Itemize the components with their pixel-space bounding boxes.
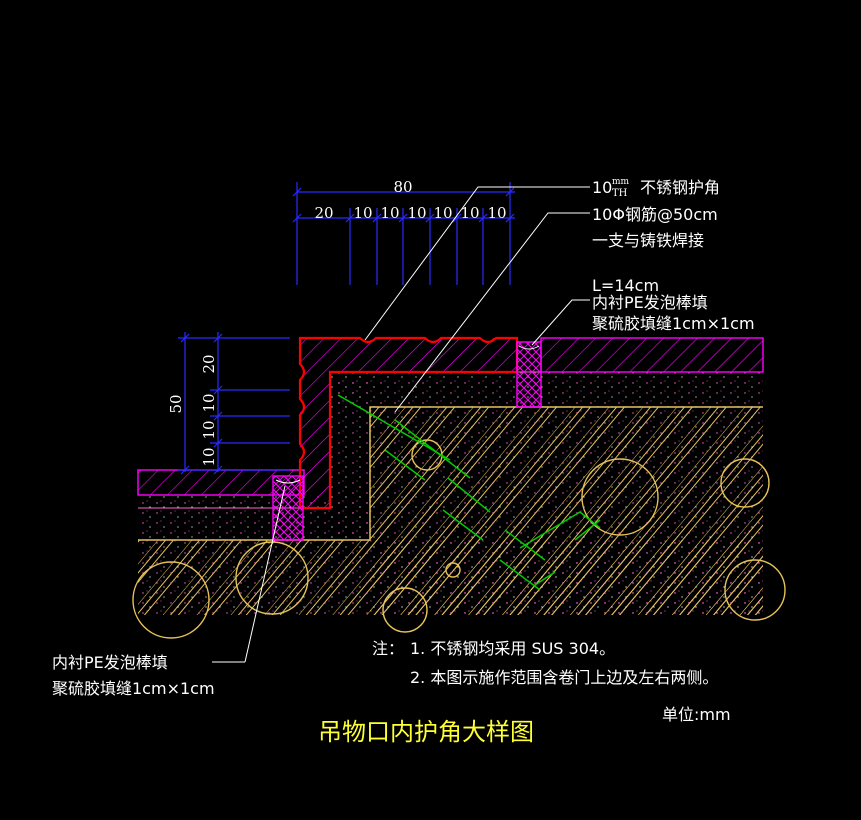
seal-right-line1: L=14cm <box>592 276 659 295</box>
rebar-line2: 一支与铸铁焊接 <box>592 231 704 250</box>
angle-thickness: 10 <box>592 178 612 197</box>
callout-angle: 10 mm TH 不锈钢护角 <box>592 177 720 199</box>
left-seg-dim: 10 <box>200 420 218 439</box>
top-seg-dim: 10 <box>487 204 506 222</box>
drawing-title: 吊物口内护角大样图 <box>318 718 534 746</box>
top-dimension-lines <box>292 182 515 285</box>
note-item: 2. 本图示施作范围含卷门上边及左右两侧。 <box>410 668 718 687</box>
left-dimension-labels: 50 20 10 10 10 <box>167 354 218 466</box>
seal-right-line3: 聚硫胶填缝1cm×1cm <box>592 314 755 333</box>
stainless-angle <box>298 336 519 510</box>
callout-rebar: 10Φ钢筋@50cm 一支与铸铁焊接 <box>592 205 718 250</box>
left-total-dim: 50 <box>167 394 185 413</box>
sealant-joints <box>272 341 542 541</box>
angle-sub: TH <box>612 188 628 199</box>
top-seg-dim: 10 <box>380 204 399 222</box>
callout-seal-left: 内衬PE发泡棒填 聚硫胶填缝1cm×1cm <box>52 653 215 698</box>
seal-right-line2: 内衬PE发泡棒填 <box>592 293 708 312</box>
top-seg-dim: 10 <box>433 204 452 222</box>
mortar-layer <box>138 371 763 540</box>
left-seg-dim: 10 <box>200 393 218 412</box>
callout-seal-right: L=14cm 内衬PE发泡棒填 聚硫胶填缝1cm×1cm <box>592 276 755 333</box>
top-seg-dim: 10 <box>407 204 426 222</box>
angle-text: 不锈钢护角 <box>640 178 720 197</box>
left-dimension-lines <box>178 332 290 475</box>
top-dimension-labels: 80 20 10 10 10 10 10 10 <box>314 178 506 222</box>
top-total-dim: 80 <box>393 178 412 196</box>
notes: 注： 1. 不锈钢均采用 SUS 304。 2. 本图示施作范围含卷门上边及左右… <box>372 639 718 687</box>
seal-left-line1: 内衬PE发泡棒填 <box>52 653 168 672</box>
note-item: 1. 不锈钢均采用 SUS 304。 <box>410 639 615 658</box>
angle-sup: mm <box>612 177 630 187</box>
top-seg-dim: 10 <box>460 204 479 222</box>
left-seg-dim: 20 <box>200 354 218 373</box>
rebar <box>337 394 601 591</box>
leader-lines <box>212 186 590 663</box>
rebar-line1: 10Φ钢筋@50cm <box>592 205 718 224</box>
top-seg-dim: 20 <box>314 204 333 222</box>
finish-layer <box>137 337 764 496</box>
top-seg-dim: 10 <box>353 204 372 222</box>
seal-left-line2: 聚硫胶填缝1cm×1cm <box>52 679 215 698</box>
unit-label: 单位:mm <box>662 705 731 724</box>
left-seg-dim: 10 <box>200 447 218 466</box>
notes-prefix: 注： <box>372 639 404 658</box>
